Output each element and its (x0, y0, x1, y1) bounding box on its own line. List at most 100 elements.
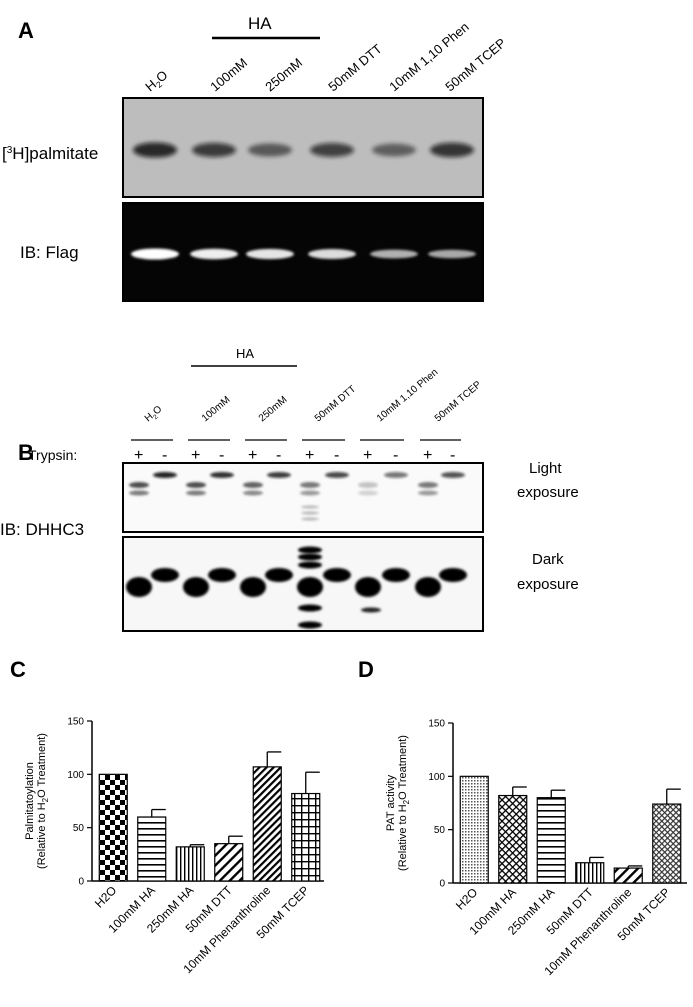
trypsin-minus-4: - (393, 447, 398, 464)
palmitate-band-0 (133, 142, 177, 158)
bar-3 (214, 843, 244, 882)
light-exposure-bands (129, 472, 465, 521)
bar-1 (137, 816, 167, 882)
palmitate-blot (122, 97, 484, 198)
dtt-fragment-light-0 (301, 505, 319, 509)
category-label-0: H2O (453, 885, 480, 912)
panel-d-label: D (358, 657, 374, 682)
flag-blot (122, 202, 484, 302)
bar-1 (498, 794, 528, 884)
trypsin-minus-5: - (450, 447, 455, 464)
flag-bands (131, 248, 476, 260)
dtt-fragment-dark-1 (298, 553, 322, 561)
dark-plus-band-3 (297, 577, 323, 597)
y-axis-label: Palmitatoylation (24, 762, 36, 840)
dark-minus-band-2 (265, 568, 293, 582)
dtt-fragment-dark-4 (298, 621, 322, 629)
trypsin-minus-2: - (276, 447, 281, 464)
lane-label-b-0: H2O (143, 404, 166, 426)
dark-exposure-label-2: exposure (517, 576, 579, 593)
light-exposure-label-1: Light (529, 460, 562, 477)
dtt-fragment-dark-2 (298, 561, 322, 569)
bar-4 (252, 766, 282, 882)
dark-minus-band-3 (323, 568, 351, 582)
ha-label-a: HA (248, 14, 272, 33)
category-label-0: H2O (92, 883, 119, 910)
dark-minus-band-4 (382, 568, 410, 582)
light-exposure-blot (122, 462, 484, 533)
lane-label-a-0: H2O (142, 67, 171, 96)
lane-label-b-1: 100mM (200, 394, 233, 424)
bar-5 (652, 803, 682, 884)
dark-plus-band-4 (355, 577, 381, 597)
light-minus-band-1 (210, 472, 234, 478)
bar-5 (291, 792, 321, 882)
dhhc3-label: IB: DHHC3 (0, 520, 84, 539)
lane-label-a-3: 50mM DTT (325, 41, 384, 94)
trypsin-plus-0: + (134, 447, 143, 464)
ha-label-b: HA (236, 346, 254, 361)
bar-2 (536, 797, 566, 884)
trypsin-minus-1: - (219, 447, 224, 464)
dark-plus-band-2 (240, 577, 266, 597)
lane-label-b-2: 250mM (257, 394, 290, 424)
trypsin-plus-5: + (423, 447, 432, 464)
light-plus-band-b-3 (300, 490, 320, 496)
light-minus-band-4 (384, 472, 408, 478)
flag-band-1 (190, 248, 238, 260)
dark-minus-band-5 (439, 568, 467, 582)
panel-b-label: B (18, 440, 34, 465)
panel-c-label: C (10, 657, 26, 682)
dark-plus-band-1 (183, 577, 209, 597)
bar-3 (575, 862, 605, 884)
lane-label-a-1: 100mM (207, 55, 250, 94)
palmitate-bands (133, 142, 474, 158)
dark-minus-band-1 (208, 568, 236, 582)
y-tick-label: 150 (67, 717, 84, 728)
light-minus-band-5 (441, 472, 465, 478)
light-plus-band-b-2 (243, 490, 263, 496)
trypsin-label: Trypsin: (28, 447, 77, 463)
palmitate-band-4 (372, 143, 416, 157)
light-minus-band-0 (153, 472, 177, 478)
y-tick-label: 0 (439, 879, 445, 890)
lane-label-a-2: 250mM (262, 55, 305, 94)
dark-exposure-label-1: Dark (532, 551, 564, 568)
y-tick-label: 50 (73, 823, 85, 834)
light-plus-band-b-5 (418, 490, 438, 496)
y-tick-label: 0 (78, 877, 84, 888)
dark-minus-band-0 (151, 568, 179, 582)
phen-fragment-dark (361, 607, 381, 613)
bar-0 (98, 773, 128, 882)
y-axis-label-sub: (Relative to H2O Treatment) (397, 735, 411, 871)
flag-band-3 (308, 249, 356, 259)
light-plus-band-b-0 (129, 490, 149, 496)
bar-2 (175, 846, 205, 882)
light-exposure-label-2: exposure (517, 484, 579, 501)
trypsin-signs: +-+-+-+-+-+- (131, 439, 461, 464)
dark-exposure-bands (126, 546, 467, 629)
light-plus-band-a-2 (243, 482, 263, 488)
dtt-fragment-dark-3 (298, 604, 322, 612)
panel-a-label: A (18, 18, 34, 43)
y-axis-label-sub: (Relative to H2O Treatment) (36, 733, 50, 869)
trypsin-plus-2: + (248, 447, 257, 464)
light-plus-band-a-0 (129, 482, 149, 488)
flag-band-5 (428, 249, 476, 259)
dtt-fragment-dark-0 (298, 546, 322, 554)
flag-band-2 (246, 248, 294, 260)
flag-band-0 (131, 248, 179, 260)
palmitate-band-1 (192, 142, 236, 158)
palmitate-band-3 (310, 143, 354, 157)
y-tick-label: 50 (434, 825, 446, 836)
y-tick-label: 100 (67, 770, 84, 781)
light-plus-band-a-1 (186, 482, 206, 488)
dtt-fragment-light-1 (301, 511, 319, 515)
bar-0 (459, 775, 489, 884)
flag-band-4 (370, 249, 418, 259)
dtt-fragment-light-2 (301, 517, 319, 521)
